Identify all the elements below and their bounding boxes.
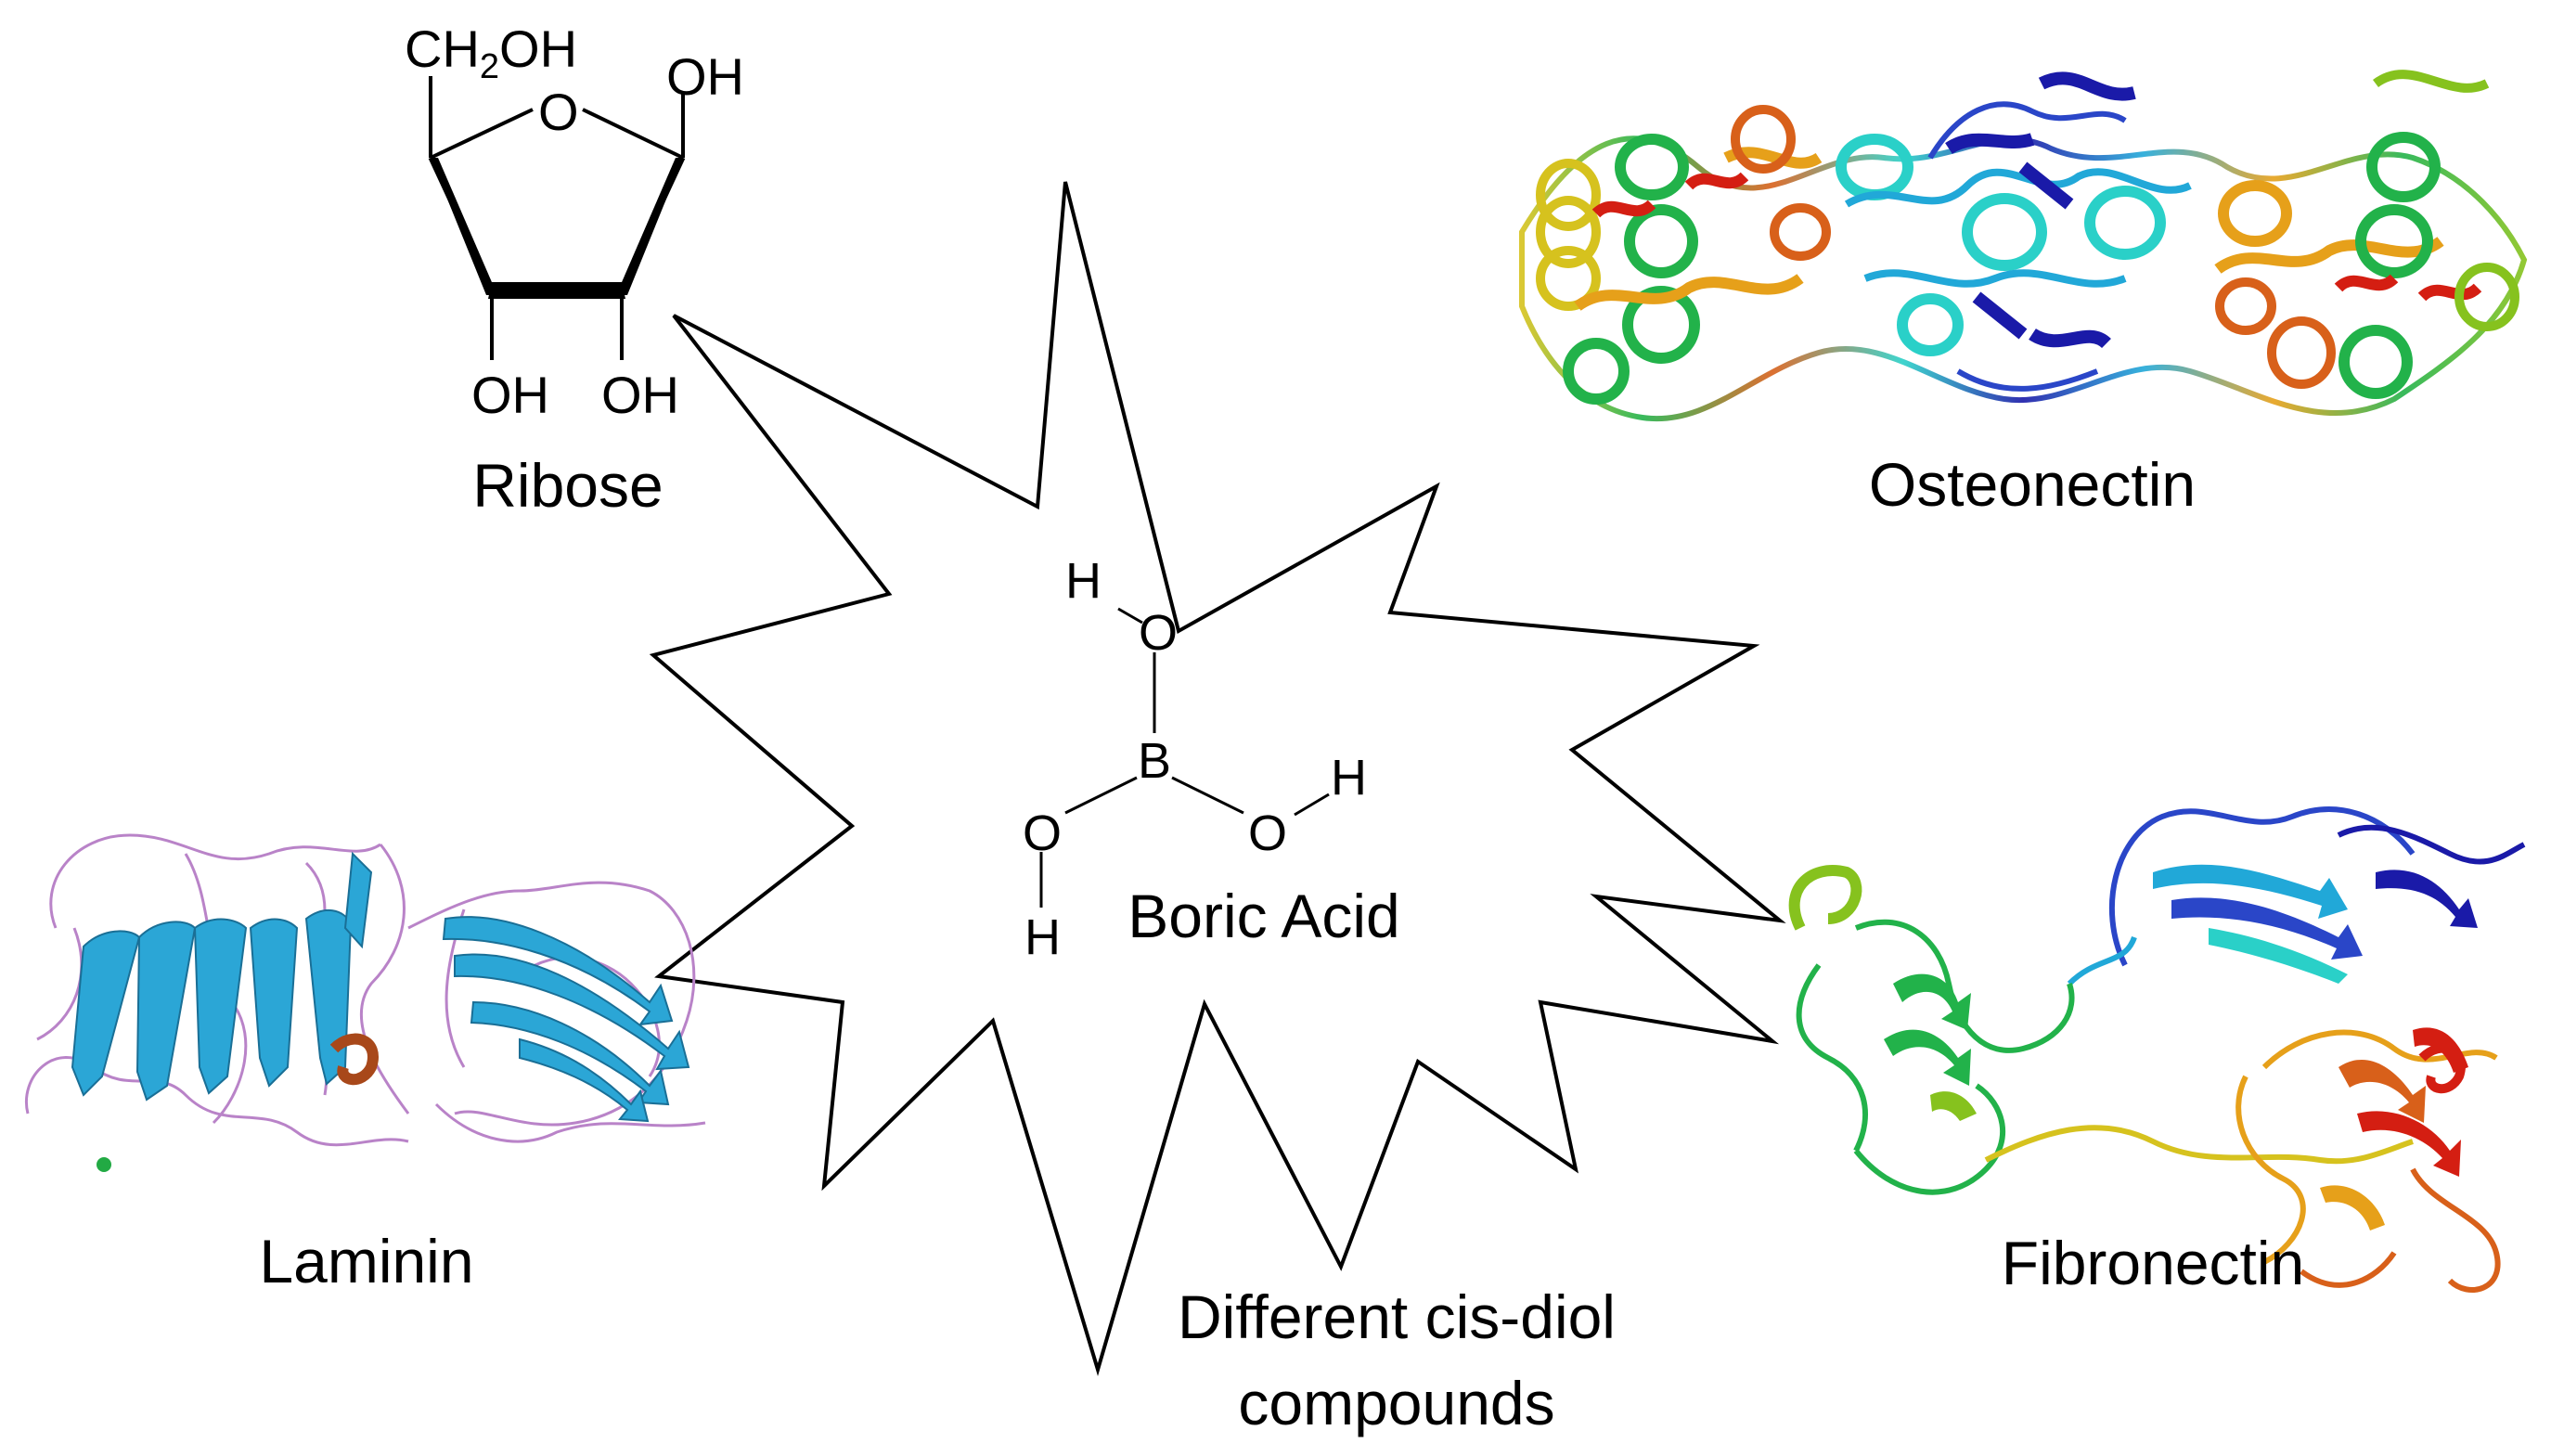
boric-acid-structure: H O B O H O H — [1023, 553, 1367, 965]
anomeric-oh-label: OH — [666, 47, 744, 106]
oxygen-top-label: O — [1139, 605, 1178, 661]
fibronectin-label: Fibronectin — [2002, 1229, 2305, 1297]
ribose-structure: CH2OH O OH OH OH — [405, 19, 744, 424]
osteonectin-ribbon-icon — [1519, 70, 2528, 422]
fibronectin-ribbon-icon — [1788, 806, 2526, 1293]
oxygen-right-label: O — [1248, 805, 1287, 861]
ribose-bold-bond — [488, 282, 625, 299]
ring-oxygen-label: O — [538, 83, 579, 141]
hydrogen-top-label: H — [1065, 553, 1102, 609]
hydrogen-left-label: H — [1024, 909, 1061, 965]
laminin-ribbon-icon — [25, 833, 706, 1172]
laminin-label: Laminin — [259, 1227, 473, 1295]
c2-oh-label: OH — [601, 366, 679, 424]
cis-diol-label-line1: Different cis-diol — [1178, 1282, 1616, 1351]
boric-acid-label: Boric Acid — [1127, 882, 1399, 950]
hydrogen-right-label: H — [1331, 750, 1367, 805]
osteonectin-label: Osteonectin — [1869, 450, 2196, 519]
starburst-icon — [649, 181, 1786, 1377]
ch2oh-label: CH2OH — [405, 19, 577, 86]
boron-label: B — [1138, 733, 1171, 789]
oxygen-left-label: O — [1023, 805, 1062, 861]
ribose-label: Ribose — [472, 451, 663, 520]
c3-oh-label: OH — [471, 366, 549, 424]
cis-diol-label-line2: compounds — [1238, 1369, 1554, 1437]
